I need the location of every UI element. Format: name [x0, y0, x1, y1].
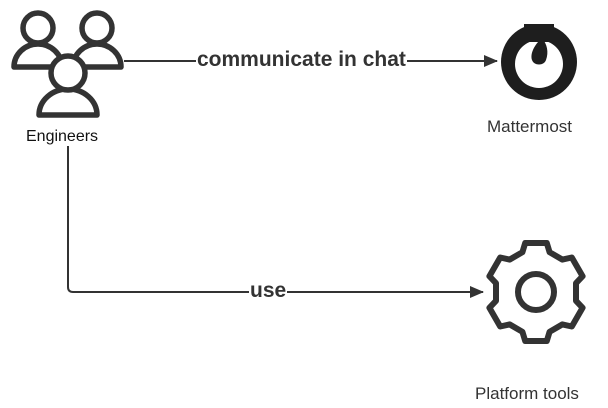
- users-group-icon[interactable]: [11, 10, 124, 118]
- edge-use-line: [67, 146, 484, 298]
- node-label-engineers: Engineers: [26, 128, 99, 145]
- node-label-platform-tools: Platform tools: [475, 384, 579, 403]
- node-label-mattermost: Mattermost: [487, 117, 573, 136]
- mattermost-logo-icon[interactable]: [501, 24, 577, 100]
- edge-label-use: use: [249, 279, 288, 303]
- gear-icon[interactable]: [486, 240, 586, 344]
- edge-label-chat: communicate in chat: [196, 48, 407, 72]
